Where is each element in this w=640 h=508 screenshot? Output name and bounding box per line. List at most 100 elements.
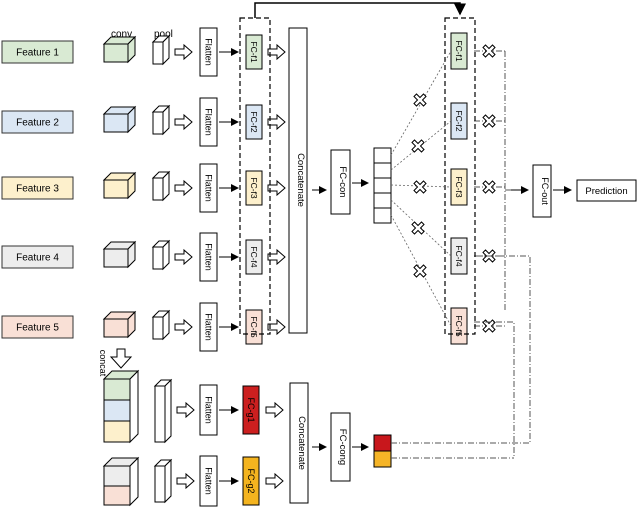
flatten-block bbox=[199, 27, 218, 77]
feature-box bbox=[1, 315, 74, 339]
flatten-label: Flatten bbox=[204, 108, 214, 136]
flatten-block bbox=[199, 302, 218, 352]
feature-label: Feature 5 bbox=[16, 323, 59, 334]
fc-feature-block bbox=[245, 309, 263, 345]
fc-feature-label-right: FC-f1 bbox=[454, 40, 464, 62]
dropout-x-icon bbox=[413, 180, 427, 194]
dropout-x-icon bbox=[482, 319, 496, 333]
fc-feature-block bbox=[245, 34, 263, 70]
arrow-to-flatten bbox=[174, 43, 193, 61]
concatenate-block-bottom bbox=[289, 382, 309, 504]
fc-feature-label-right: FC-f3 bbox=[454, 176, 464, 198]
feature-label: Feature 1 bbox=[16, 48, 59, 59]
fc-feature-block bbox=[245, 239, 263, 275]
dropout-connection bbox=[390, 120, 452, 171]
dropout-x-icon bbox=[411, 139, 425, 153]
dropout-connection bbox=[390, 214, 452, 327]
fc-feature-block bbox=[245, 170, 263, 206]
fc-feature-block-right bbox=[450, 307, 468, 345]
fc-feature-label: FC-f2 bbox=[249, 111, 259, 133]
pool-cube bbox=[151, 309, 171, 341]
conv-cube bbox=[102, 240, 137, 269]
hidden-vector bbox=[373, 147, 392, 224]
conv-header: conv bbox=[111, 29, 132, 40]
pool-cube bbox=[151, 104, 171, 136]
fc-feature-group-right bbox=[444, 17, 476, 335]
fc-feature-label: FC-f5 bbox=[249, 316, 259, 338]
feedback-lines bbox=[391, 255, 531, 459]
dropout-lines bbox=[390, 50, 511, 327]
feature-box bbox=[1, 40, 74, 64]
feature-row: Feature 1 Flatten FC-f1 FC-f1 bbox=[1, 27, 505, 77]
pool-cube bbox=[153, 378, 173, 444]
feature-box bbox=[1, 176, 74, 200]
fc-feature-block bbox=[245, 104, 263, 140]
arrow-to-flatten bbox=[174, 179, 193, 197]
feature-label: Feature 3 bbox=[16, 184, 59, 195]
flatten-label: Flatten bbox=[204, 313, 214, 341]
pool-header: pool bbox=[154, 29, 173, 40]
dropout-x-icon bbox=[411, 221, 425, 235]
flatten-label: Flatten bbox=[204, 396, 214, 424]
fc-feature-label: FC-f4 bbox=[249, 246, 259, 268]
conv-cube bbox=[102, 35, 137, 64]
arrow-to-concatenate bbox=[265, 472, 284, 490]
fc-feature-label-right: FC-f4 bbox=[454, 245, 464, 267]
fc-feature-group bbox=[239, 17, 271, 335]
pool-cube bbox=[151, 239, 171, 271]
concatenate-block bbox=[288, 27, 308, 334]
fc-g2-label: FC-g2 bbox=[246, 468, 256, 493]
fc-feature-label-right: FC-f5 bbox=[454, 315, 464, 337]
pool-cube bbox=[151, 34, 171, 66]
concat-down-arrow bbox=[109, 348, 133, 369]
fc-out-label: FC-out bbox=[540, 177, 550, 205]
fc-feature-label-right: FC-f2 bbox=[454, 110, 464, 132]
arrow-to-flatten bbox=[174, 248, 193, 266]
feature-row: Feature 3 Flatten FC-f3 FC-f3 bbox=[1, 163, 505, 213]
fc-cong-label: FC-cong bbox=[337, 429, 348, 465]
fc-feature-label: FC-f3 bbox=[249, 177, 259, 199]
group-output-orange bbox=[373, 450, 392, 468]
flatten-label: Flatten bbox=[204, 38, 214, 66]
arrow-to-concatenate bbox=[265, 401, 284, 419]
conv-cube bbox=[102, 310, 137, 339]
prediction-box bbox=[576, 179, 637, 202]
flatten-block bbox=[199, 163, 218, 213]
arrow-to-flatten bbox=[176, 472, 195, 490]
flatten-label: Flatten bbox=[204, 174, 214, 202]
dropout-x-icon bbox=[413, 93, 427, 107]
concat-label: concat bbox=[98, 350, 108, 377]
grouped-row-2: Flatten FC-g2 bbox=[102, 455, 284, 507]
fc-g1-label: FC-g1 bbox=[246, 397, 256, 422]
feature-row: Feature 5 Flatten FC-f5 FC-f5 bbox=[1, 302, 505, 352]
dropout-x-icon bbox=[482, 44, 496, 58]
arrow-to-flatten bbox=[174, 318, 193, 336]
feature-box bbox=[1, 245, 74, 269]
fc-cong-block bbox=[330, 412, 351, 482]
dropout-x-icon bbox=[413, 264, 427, 278]
feature-row: Feature 2 Flatten FC-f2 FC-f2 bbox=[1, 97, 505, 147]
feature-label: Feature 4 bbox=[16, 253, 59, 264]
dropout-x-icon bbox=[482, 180, 496, 194]
fc-feature-block-right bbox=[450, 237, 468, 275]
flatten-label: Flatten bbox=[204, 467, 214, 495]
arrow-to-flatten bbox=[176, 401, 195, 419]
arrow-to-flatten bbox=[174, 113, 193, 131]
conv-cube bbox=[102, 105, 137, 134]
prediction-label: Prediction bbox=[585, 186, 627, 197]
concatenate-label: Concatenate bbox=[295, 153, 306, 207]
fc-feature-label: FC-f1 bbox=[249, 41, 259, 63]
group-output-red bbox=[373, 434, 392, 452]
fc-con-block bbox=[330, 149, 351, 215]
flatten-block bbox=[199, 232, 218, 282]
grouped-row-1: Flatten FC-g1 bbox=[102, 369, 284, 444]
fc-con-label: FC-con bbox=[337, 166, 348, 197]
fc-out-block bbox=[532, 164, 552, 218]
dropout-x-icon bbox=[482, 114, 496, 128]
concatenate-label-bottom: Concatenate bbox=[296, 416, 307, 470]
feature-label: Feature 2 bbox=[16, 118, 59, 129]
